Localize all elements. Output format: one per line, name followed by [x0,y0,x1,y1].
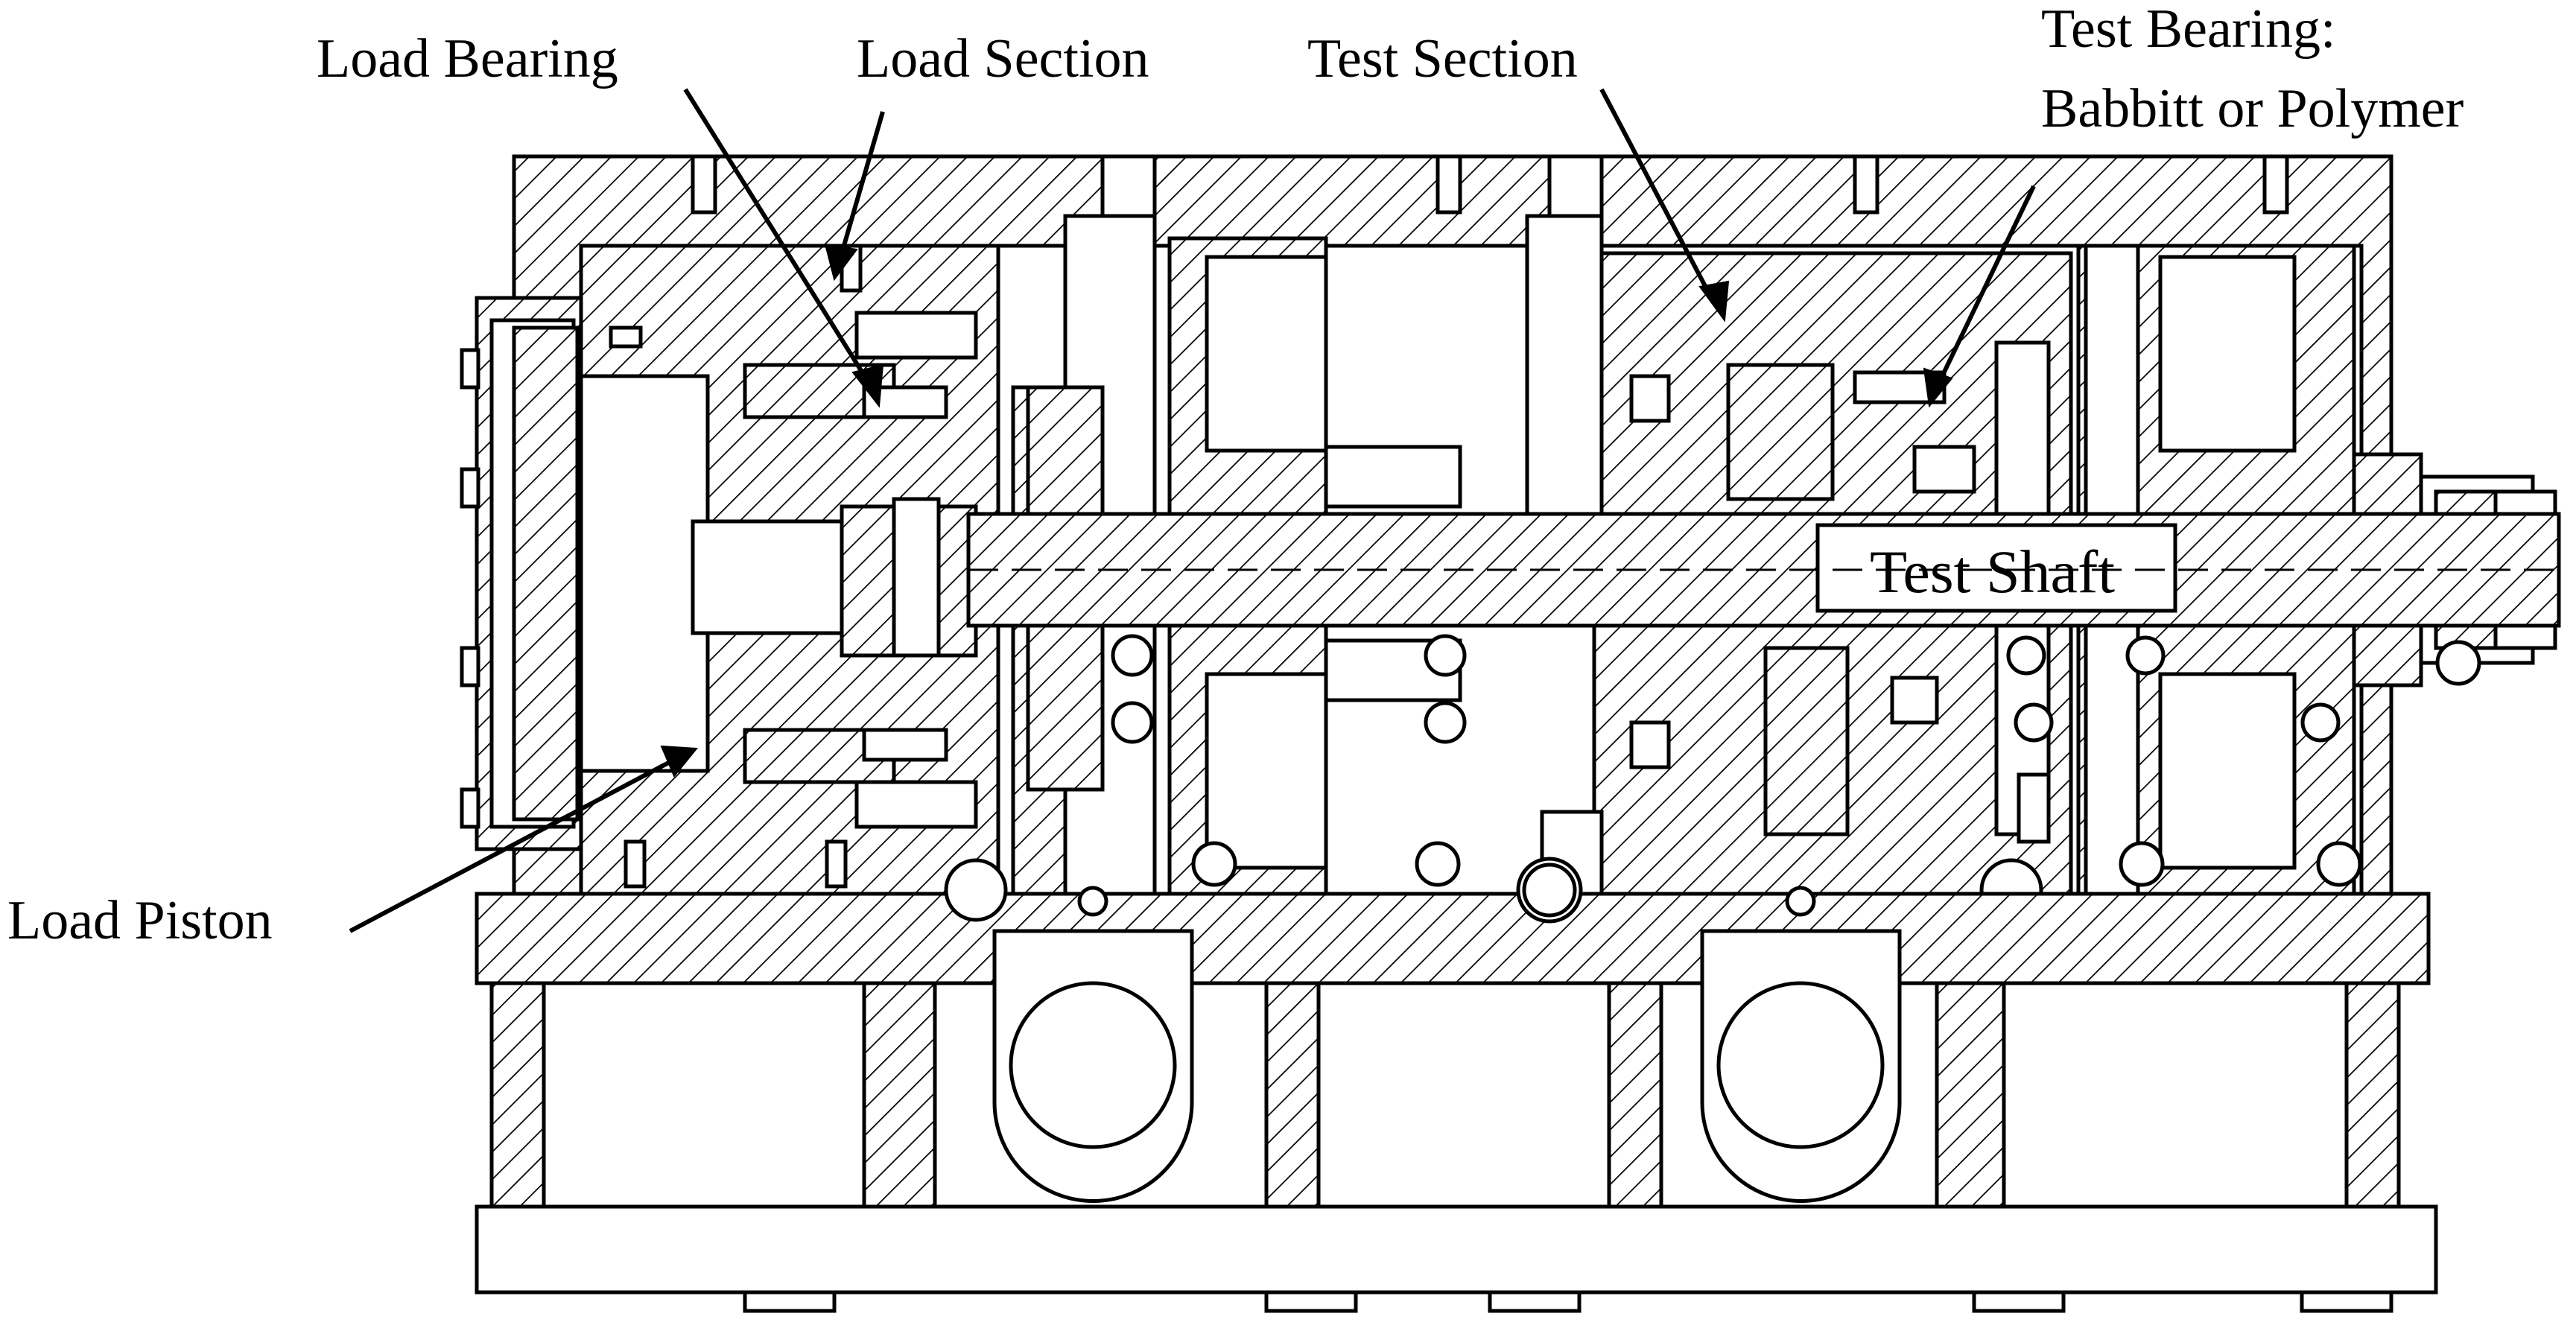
test-shaft [966,512,2561,628]
label-load-section: Load Section [857,28,1149,89]
arrow-load-bearing [683,88,874,389]
base-block [475,857,2431,985]
callout-arrows [349,88,2036,933]
arrow-load-section [840,111,885,254]
label-test-bearing-line2: Babbitt or Polymer [2041,78,2464,139]
label-load-piston: Load Piston [7,890,273,951]
arrow-load-piston [349,757,676,933]
label-test-bearing-line1: Test Bearing: [2041,0,2336,60]
labels: Load Bearing Load Section Test Section T… [7,0,2464,951]
label-test-shaft: Test Shaft [1870,538,2115,606]
label-test-section: Test Section [1307,28,1578,89]
label-load-bearing: Load Bearing [317,28,618,89]
arrow-test-bearing [1935,185,2036,389]
load-section-block [579,244,1000,896]
base-plate [475,1204,2438,1313]
left-end-cap [460,296,583,851]
arrow-test-section [1599,88,1716,303]
